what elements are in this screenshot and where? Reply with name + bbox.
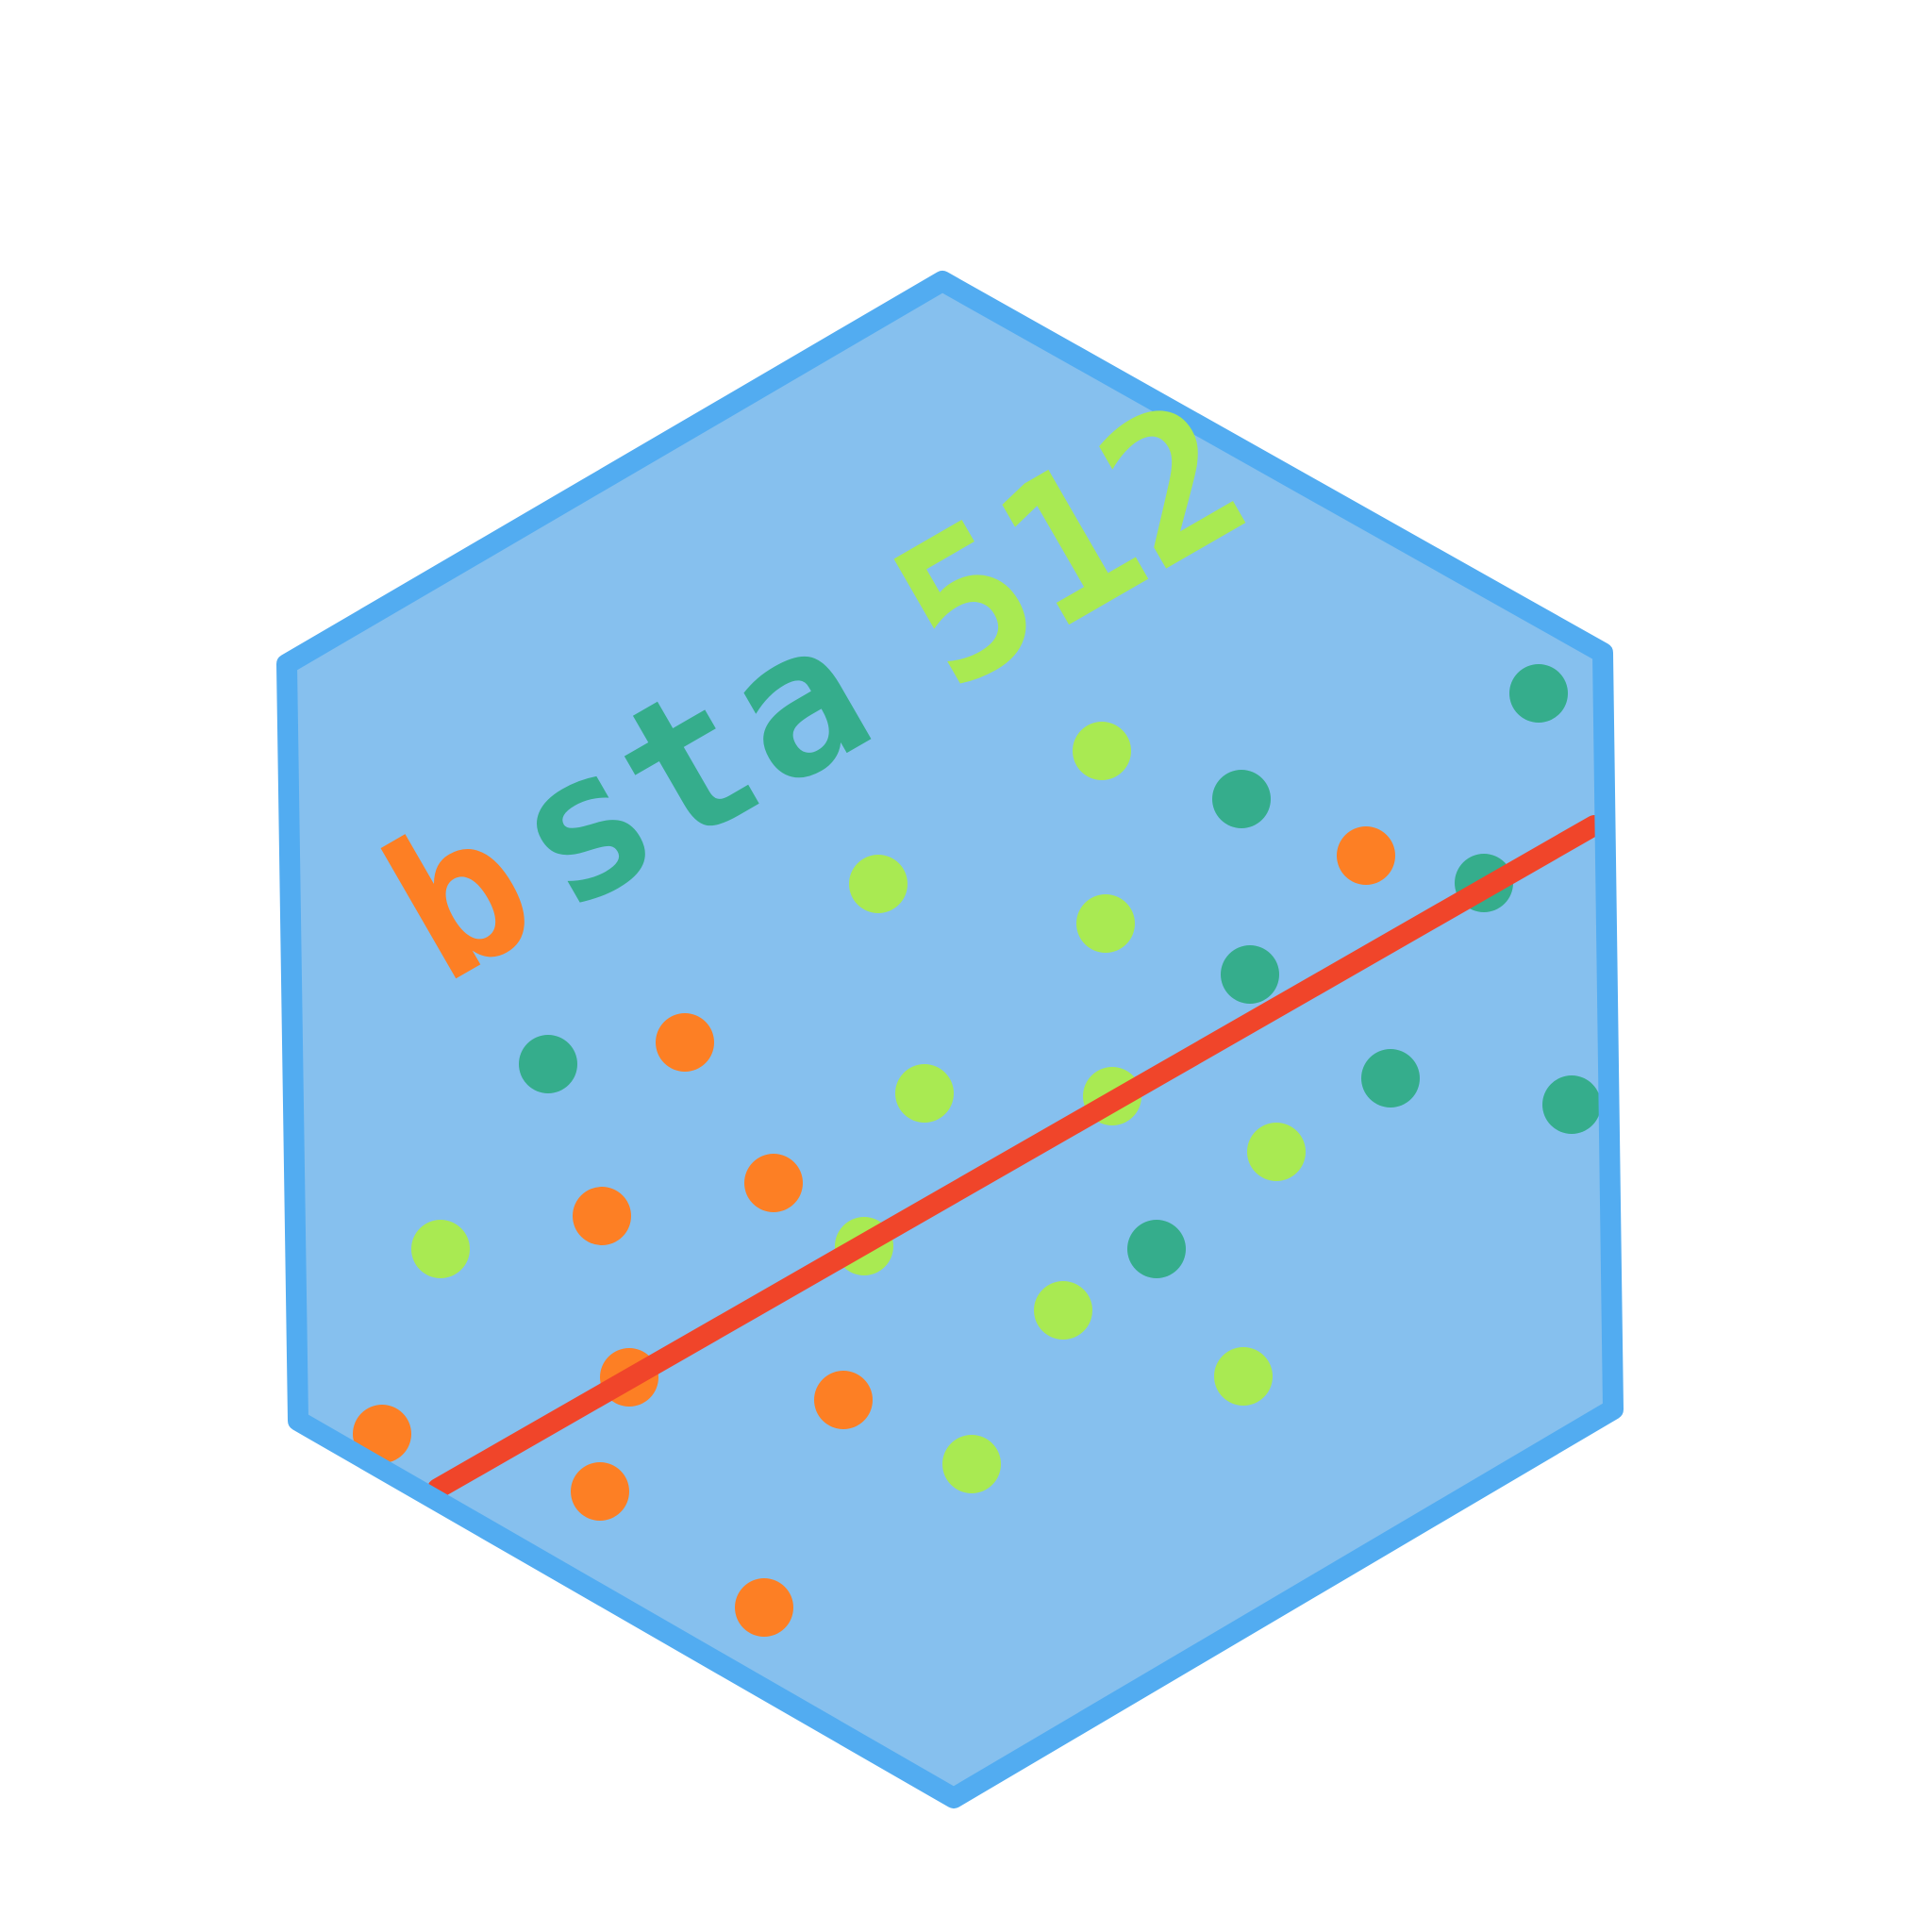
light-green-dot [1076,894,1135,953]
orange-dot [814,1371,873,1429]
teal-dot [1509,664,1568,723]
teal-dot [519,1035,577,1093]
light-green-dot [1034,1281,1092,1340]
light-green-dot [411,1220,470,1278]
orange-dot [656,1013,714,1072]
orange-dot [571,1462,629,1521]
teal-dot [1127,1220,1186,1278]
teal-dot [1212,770,1271,828]
hexagon-border [276,271,1624,1808]
light-green-dot [1247,1123,1306,1181]
orange-dot [744,1154,803,1212]
regression-line [427,815,1605,1499]
orange-dot [573,1187,631,1245]
orange-dot [735,1578,793,1637]
light-green-dot [1214,1347,1273,1406]
orange-dot [353,1405,411,1463]
teal-dot [1542,1075,1601,1134]
light-green-dot [942,1435,1001,1493]
teal-dot [1361,1049,1420,1108]
light-green-dot [1073,722,1131,780]
orange-dot [1337,826,1395,885]
light-green-dot [849,855,908,913]
light-green-dot [895,1064,954,1123]
teal-dot [1221,945,1279,1004]
hexagon-fill [287,281,1613,1798]
